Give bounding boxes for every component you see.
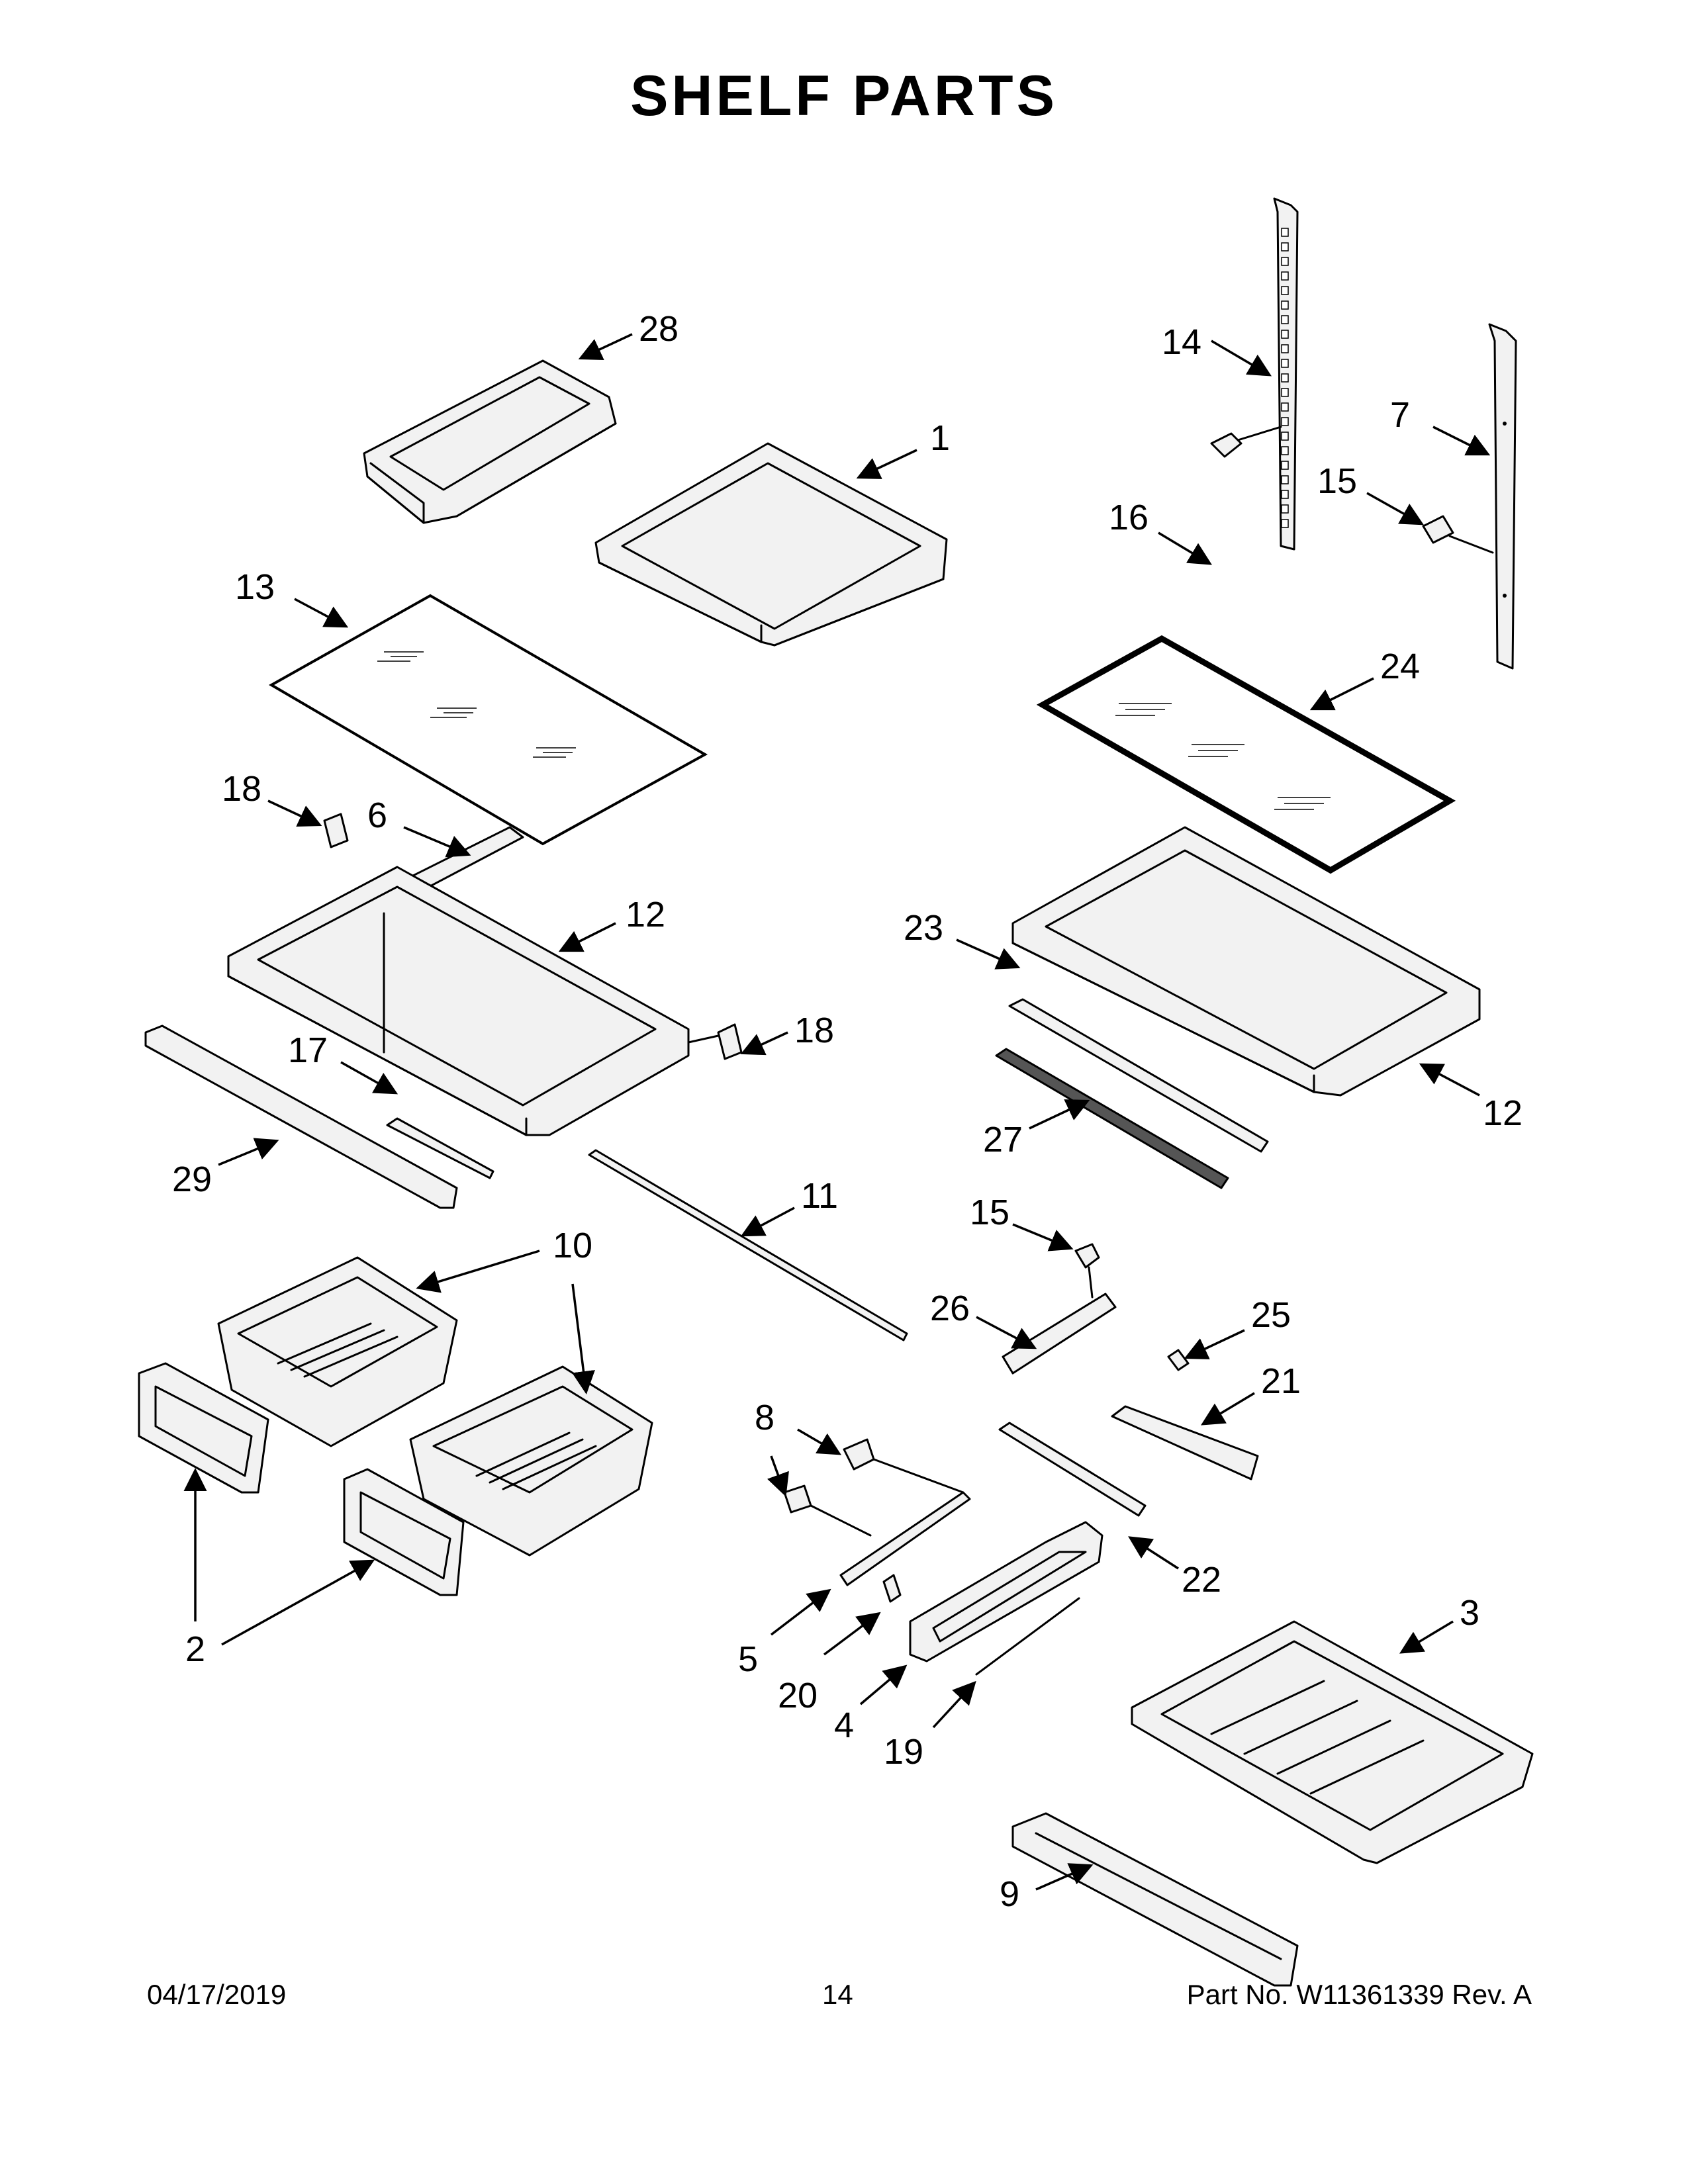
callout-5: 5: [738, 1639, 758, 1679]
rail-slot: [1281, 330, 1289, 339]
callout-7: 7: [1390, 395, 1410, 435]
rail-slot: [1281, 228, 1289, 237]
rail-slot: [1281, 519, 1289, 528]
rail-slot: [1281, 344, 1289, 353]
rail-slot: [1281, 417, 1289, 426]
rail-slot: [1281, 402, 1289, 412]
callout-25: 25: [1251, 1295, 1291, 1335]
callout-21: 21: [1261, 1361, 1301, 1401]
callout-26: 26: [930, 1289, 970, 1328]
callout-9: 9: [1000, 1874, 1019, 1914]
part-20-clip: [882, 1574, 902, 1603]
part-10-crisper-drawer-left: [217, 1256, 458, 1447]
callout-4: 4: [834, 1706, 854, 1745]
part-10-crisper-drawer-right: [409, 1365, 653, 1557]
part-16-screw: [1210, 426, 1282, 458]
part-2-drawer-front-left: [138, 1362, 269, 1494]
part-7-side-rail: [1488, 323, 1517, 670]
callout-15-lower: 15: [970, 1193, 1009, 1232]
callout-27: 27: [983, 1120, 1023, 1160]
part-1-shelf-frame: [594, 442, 948, 647]
callout-29: 29: [172, 1160, 212, 1199]
part-18-clip-lower: [687, 1023, 743, 1060]
rail-slot: [1281, 432, 1289, 441]
leader-lines: [183, 333, 1491, 1891]
part-22-rail: [998, 1422, 1147, 1517]
rail-slot: [1281, 359, 1289, 368]
part-28-deli-tray: [363, 359, 617, 524]
part-15-screw-lower: [1074, 1243, 1100, 1298]
part-5-slide: [839, 1491, 971, 1586]
rail-slot: [1281, 242, 1289, 251]
part-23-trim: [1008, 998, 1269, 1153]
part-4-drawer-track: [909, 1521, 1103, 1662]
callout-23: 23: [904, 908, 943, 948]
part-8-screw-lower: [783, 1484, 872, 1537]
rail-slot: [1281, 504, 1289, 514]
callout-18-upper: 18: [222, 769, 261, 809]
callout-18-lower: 18: [794, 1011, 834, 1050]
rail-slot: [1281, 300, 1289, 310]
rail-slot: [1281, 388, 1289, 397]
callout-13: 13: [235, 567, 275, 607]
callout-10: 10: [553, 1226, 592, 1265]
rail-slot: [1281, 446, 1289, 455]
callout-20: 20: [778, 1676, 818, 1715]
callout-16: 16: [1109, 498, 1149, 537]
part-12-shelf-frame-right: [1011, 826, 1481, 1097]
callout-22: 22: [1182, 1560, 1221, 1600]
callout-14: 14: [1162, 322, 1201, 362]
callout-17: 17: [288, 1030, 328, 1070]
rail-slot: [1281, 286, 1289, 295]
part-29-shelf-trim: [144, 1024, 458, 1209]
callout-24: 24: [1380, 647, 1420, 686]
part-12-shelf-frame-left: [227, 866, 690, 1136]
rail-slot: [1281, 475, 1289, 484]
callout-1: 1: [930, 418, 950, 458]
rail-slot: [1281, 257, 1289, 266]
footer-part-number: Part No. W11361339 Rev. A: [1186, 1979, 1532, 2010]
rail-slot: [1281, 271, 1289, 281]
rail-slot: [1281, 373, 1289, 383]
part-11-rod: [588, 1149, 908, 1342]
part-15-screw-upper: [1422, 515, 1494, 554]
part-13-glass-shelf: [268, 594, 708, 846]
footer-page-number: 14: [822, 1979, 853, 2010]
callout-12-right: 12: [1483, 1093, 1523, 1133]
part-19-wire: [975, 1597, 1080, 1676]
part-3-pantry-tray: [1131, 1620, 1534, 1864]
part-18-clip-upper: [323, 813, 349, 848]
callout-3: 3: [1460, 1593, 1479, 1633]
part-9-tray-cover: [1011, 1812, 1299, 1987]
part-27-trim: [995, 1048, 1229, 1189]
part-26-bracket: [1002, 1293, 1117, 1375]
part-14-ladder-rail: [1273, 197, 1299, 551]
part-17-slide-rail: [386, 1117, 494, 1179]
rail-slot: [1281, 490, 1289, 499]
rail-slot: [1281, 315, 1289, 324]
part-24-glass-shelf: [1036, 635, 1456, 874]
rail-slot: [1281, 461, 1289, 470]
part-8-screw-upper: [843, 1438, 964, 1494]
callout-8: 8: [755, 1398, 774, 1437]
callout-12-left: 12: [626, 895, 665, 934]
callout-28: 28: [639, 309, 679, 349]
callout-labels: 28 1 13 14 7 15 16 24 18 6 12 23 18 12 1…: [172, 309, 1523, 1914]
page-title: SHELF PARTS: [630, 64, 1058, 128]
part-2-drawer-front-right: [343, 1468, 465, 1596]
part-25-clip: [1167, 1349, 1190, 1371]
callout-2: 2: [185, 1629, 205, 1669]
callout-6: 6: [367, 796, 387, 835]
callout-11: 11: [801, 1176, 838, 1216]
callout-15-upper: 15: [1317, 461, 1357, 501]
part-21-rail: [1111, 1405, 1259, 1480]
callout-19: 19: [884, 1732, 923, 1772]
footer-date: 04/17/2019: [147, 1979, 287, 2010]
